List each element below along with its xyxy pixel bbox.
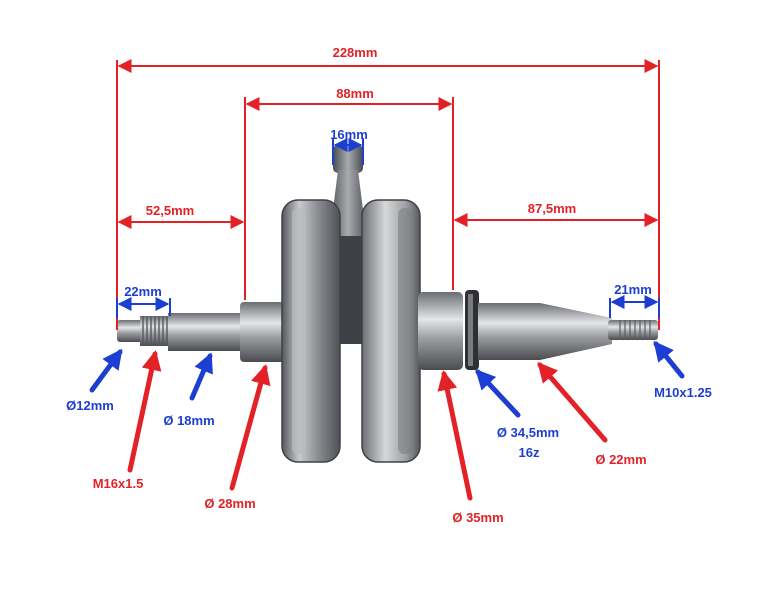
left-flywheel bbox=[281, 199, 341, 463]
arrow-taper-22 bbox=[537, 361, 608, 443]
label-left-end-dia: Ø12mm bbox=[66, 398, 114, 413]
left-shaft bbox=[168, 302, 285, 362]
label-sprocket-dia: Ø 34,5mm bbox=[497, 425, 559, 440]
right-journal bbox=[418, 292, 463, 370]
labels: 228mm 88mm 16mm 52,5mm 87,5mm 22mm 21mm … bbox=[66, 45, 712, 525]
crankshaft-image bbox=[117, 145, 658, 463]
label-right-thread: M10x1.25 bbox=[654, 385, 712, 400]
label-right-offset: 87,5mm bbox=[528, 201, 576, 216]
label-journal-35: Ø 35mm bbox=[452, 510, 503, 525]
arrow-shaft-18 bbox=[189, 352, 213, 401]
dimension-lines bbox=[116, 59, 660, 330]
blue-dimension-lines bbox=[116, 138, 660, 318]
arrow-left-end-dia bbox=[89, 348, 123, 393]
label-right-thread-length: 21mm bbox=[614, 282, 652, 297]
arrow-journal-35 bbox=[437, 370, 473, 501]
label-left-thread: M16x1.5 bbox=[93, 476, 144, 491]
label-overall-length: 228mm bbox=[333, 45, 378, 60]
label-shaft-18: Ø 18mm bbox=[163, 413, 214, 428]
right-flywheel bbox=[361, 199, 421, 463]
label-rod-width: 16mm bbox=[330, 127, 368, 142]
arrow-journal-28 bbox=[229, 364, 271, 491]
label-left-offset: 52,5mm bbox=[146, 203, 194, 218]
left-threaded-end bbox=[117, 316, 170, 346]
label-journal-28: Ø 28mm bbox=[204, 496, 255, 511]
arrow-left-thread bbox=[127, 350, 162, 473]
callout-arrows bbox=[89, 340, 685, 501]
label-taper-22: Ø 22mm bbox=[595, 452, 646, 467]
arrow-sprocket bbox=[475, 369, 521, 418]
label-sprocket-teeth: 16z bbox=[519, 445, 540, 460]
label-left-thread-length: 22mm bbox=[124, 284, 162, 299]
right-taper-shaft bbox=[478, 303, 658, 360]
label-web-width: 88mm bbox=[336, 86, 374, 101]
sprocket bbox=[465, 290, 479, 370]
arrow-right-thread bbox=[653, 340, 685, 379]
